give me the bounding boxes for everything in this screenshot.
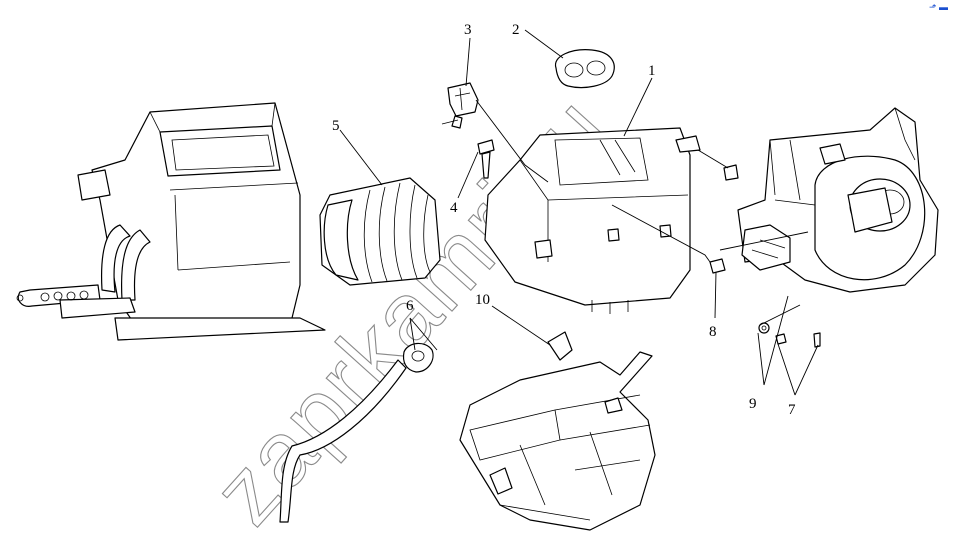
- callout-1: 1: [648, 63, 656, 79]
- bracket-3: [441, 82, 479, 129]
- callout-5: 5: [332, 118, 340, 134]
- grommet-2: [554, 49, 615, 89]
- callout-7: 7: [788, 402, 796, 418]
- callout-9: 9: [749, 396, 757, 412]
- heater-housing: [16, 102, 326, 341]
- hose-6: [279, 342, 434, 523]
- lower-case-10: [459, 331, 656, 531]
- blower-housing: [737, 107, 939, 293]
- leader-lines: [339, 29, 819, 396]
- screw-4: [477, 139, 495, 179]
- main-housing-1: [484, 127, 701, 314]
- corner-mark: ⬏ ▬: [928, 2, 948, 12]
- callout-2: 2: [512, 22, 520, 38]
- callout-10: 10: [475, 292, 490, 308]
- fasteners-9-7: [758, 322, 821, 348]
- callout-3: 3: [464, 22, 472, 38]
- callout-4: 4: [450, 200, 458, 216]
- callout-6: 6: [406, 298, 414, 314]
- duct-bellows-5: [319, 177, 441, 286]
- callout-labels: 1 2 3 4 5 6 7 8 9 10: [332, 22, 796, 418]
- callout-8: 8: [709, 324, 717, 340]
- nut-8: [709, 164, 739, 274]
